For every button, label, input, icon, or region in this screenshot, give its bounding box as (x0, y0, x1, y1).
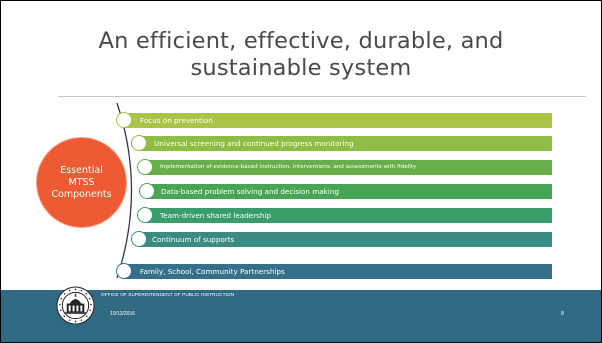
component-bar-data-based: Data-based problem solving and decision … (148, 184, 552, 199)
bullet-2 (131, 135, 147, 151)
circle-line-1: Essential (60, 164, 103, 176)
component-label: Continuum of supports (152, 235, 235, 244)
component-label: Focus on prevention (140, 116, 213, 125)
bullet-6 (131, 231, 147, 247)
page-number: 8 (561, 311, 564, 317)
component-label: Universal screening and continued progre… (154, 139, 354, 148)
bullet-4 (139, 183, 155, 199)
component-label: Implementation of evidence-based instruc… (160, 164, 417, 170)
component-bar-evidence-based: Implementation of evidence-based instruc… (146, 160, 552, 175)
component-label: Family, School, Community Partnerships (140, 267, 285, 276)
footer-band (0, 290, 602, 343)
essential-components-circle: Essential MTSS Components (36, 137, 127, 228)
office-name: OFFICE OF SUPERINTENDENT OF PUBLIC INSTR… (101, 292, 235, 297)
bullet-7 (116, 263, 132, 279)
title-divider (58, 96, 586, 97)
bullet-3 (137, 159, 153, 175)
circle-line-2: MTSS (68, 176, 95, 188)
slide-date: 10/13/2016 (110, 311, 136, 317)
bullet-1 (116, 112, 132, 128)
component-bar-prevention: Focus on prevention (125, 113, 552, 128)
bullet-5 (137, 207, 153, 223)
title-line-1: An efficient, effective, durable, and (98, 28, 504, 54)
component-bar-partnerships: Family, School, Community Partnerships (125, 264, 552, 279)
component-label: Team-driven shared leadership (160, 211, 272, 220)
slide-title: An efficient, effective, durable, and su… (40, 28, 562, 82)
circle-line-3: Components (51, 188, 112, 200)
component-bar-team-driven: Team-driven shared leadership (146, 208, 552, 223)
component-label: Data-based problem solving and decision … (161, 187, 339, 196)
component-bar-screening: Universal screening and continued progre… (140, 136, 552, 151)
ospi-seal-logo (56, 286, 95, 325)
component-bar-continuum: Continuum of supports (140, 232, 552, 247)
title-line-2: sustainable system (190, 55, 412, 81)
